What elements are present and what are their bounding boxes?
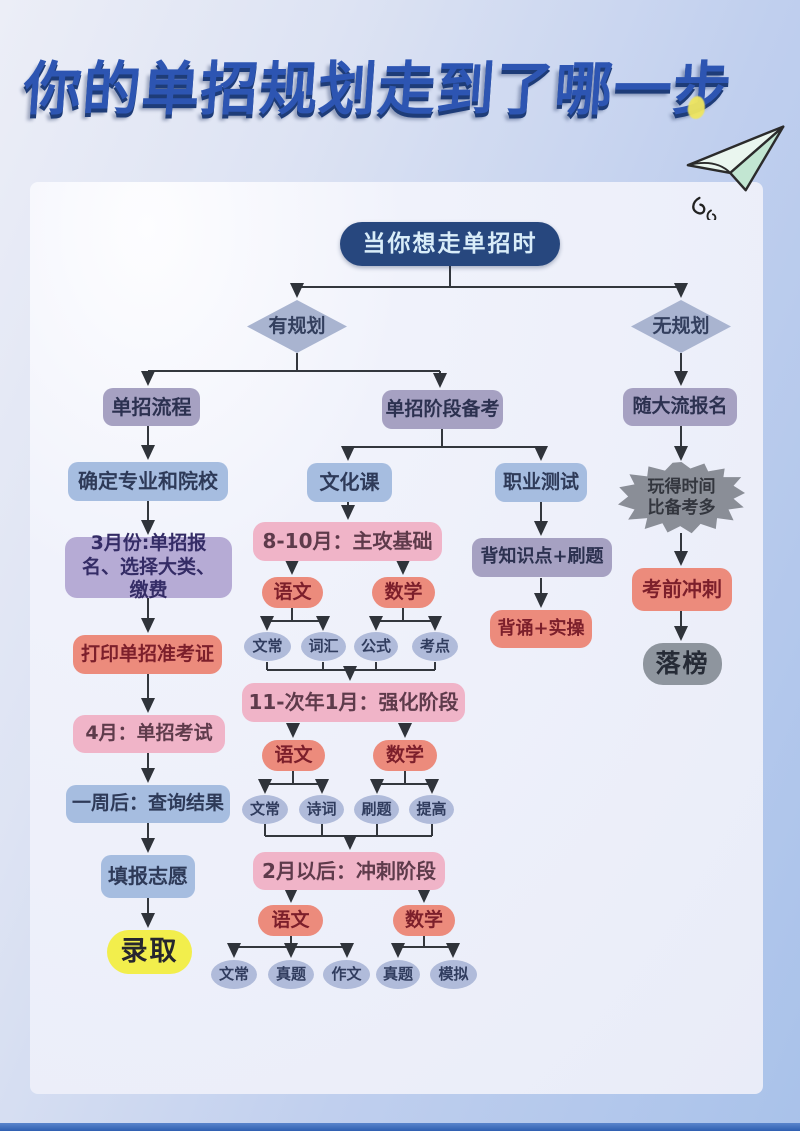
node-check-result: 一周后：查询结果 bbox=[66, 785, 230, 823]
node-phase3-math: 数学 bbox=[393, 905, 455, 936]
node-stage-prep: 单招阶段备考 bbox=[382, 390, 503, 429]
paper-plane-icon bbox=[684, 120, 790, 224]
node-print-ticket: 打印单招准考证 bbox=[73, 635, 222, 674]
node-memorize-drill: 背知识点+刷题 bbox=[472, 538, 612, 577]
node-culture-class: 文化课 bbox=[307, 463, 392, 502]
node-phase1-chinese: 语文 bbox=[262, 577, 323, 608]
node-p3-pastpapers-cn: 真题 bbox=[268, 960, 314, 989]
node-p2-common: 文常 bbox=[242, 795, 288, 824]
node-phase1: 8-10月：主攻基础 bbox=[253, 522, 442, 561]
node-p3-mock: 模拟 bbox=[430, 960, 477, 989]
bottom-border bbox=[0, 1123, 800, 1131]
node-p2-poetry: 诗词 bbox=[299, 795, 344, 824]
node-p1-common: 文常 bbox=[244, 632, 291, 661]
node-fill-volunteer: 填报志愿 bbox=[101, 855, 195, 898]
node-confirm-major: 确定专业和院校 bbox=[68, 462, 228, 501]
node-phase1-math: 数学 bbox=[372, 577, 435, 608]
node-fail-list: 落榜 bbox=[643, 643, 722, 685]
node-phase2-chinese: 语文 bbox=[262, 740, 325, 771]
node-phase3-chinese: 语文 bbox=[258, 905, 323, 936]
node-p1-formula: 公式 bbox=[354, 632, 398, 661]
node-march-signup: 3月份:单招报名、选择大类、缴费 bbox=[65, 532, 232, 601]
page-title: 你的单招规划走到了哪一步 bbox=[21, 55, 735, 123]
node-pre-exam-sprint: 考前冲刺 bbox=[632, 568, 732, 611]
node-april-exam: 4月：单招考试 bbox=[73, 715, 225, 753]
node-p3-common: 文常 bbox=[211, 960, 257, 989]
node-process: 单招流程 bbox=[103, 388, 200, 426]
node-vocation-test: 职业测试 bbox=[495, 463, 587, 502]
node-p1-vocab: 词汇 bbox=[301, 632, 346, 661]
node-start: 当你想走单招时 bbox=[340, 222, 560, 266]
node-p2-drill: 刷题 bbox=[354, 795, 399, 824]
node-phase3: 2月以后：冲刺阶段 bbox=[253, 852, 445, 890]
node-follow-crowd: 随大流报名 bbox=[623, 388, 737, 426]
node-p3-pastpapers-math: 真题 bbox=[376, 960, 420, 989]
node-p3-essay: 作文 bbox=[323, 960, 370, 989]
node-phase2: 11-次年1月：强化阶段 bbox=[242, 683, 465, 722]
node-admitted: 录取 bbox=[107, 930, 192, 974]
node-recite-practice: 背诵+实操 bbox=[490, 610, 592, 648]
node-phase2-math: 数学 bbox=[373, 740, 437, 771]
node-p1-keypoints: 考点 bbox=[412, 632, 458, 661]
node-p2-improve: 提高 bbox=[409, 795, 454, 824]
node-play-more-label: 玩得时间比备考多 bbox=[647, 476, 716, 518]
